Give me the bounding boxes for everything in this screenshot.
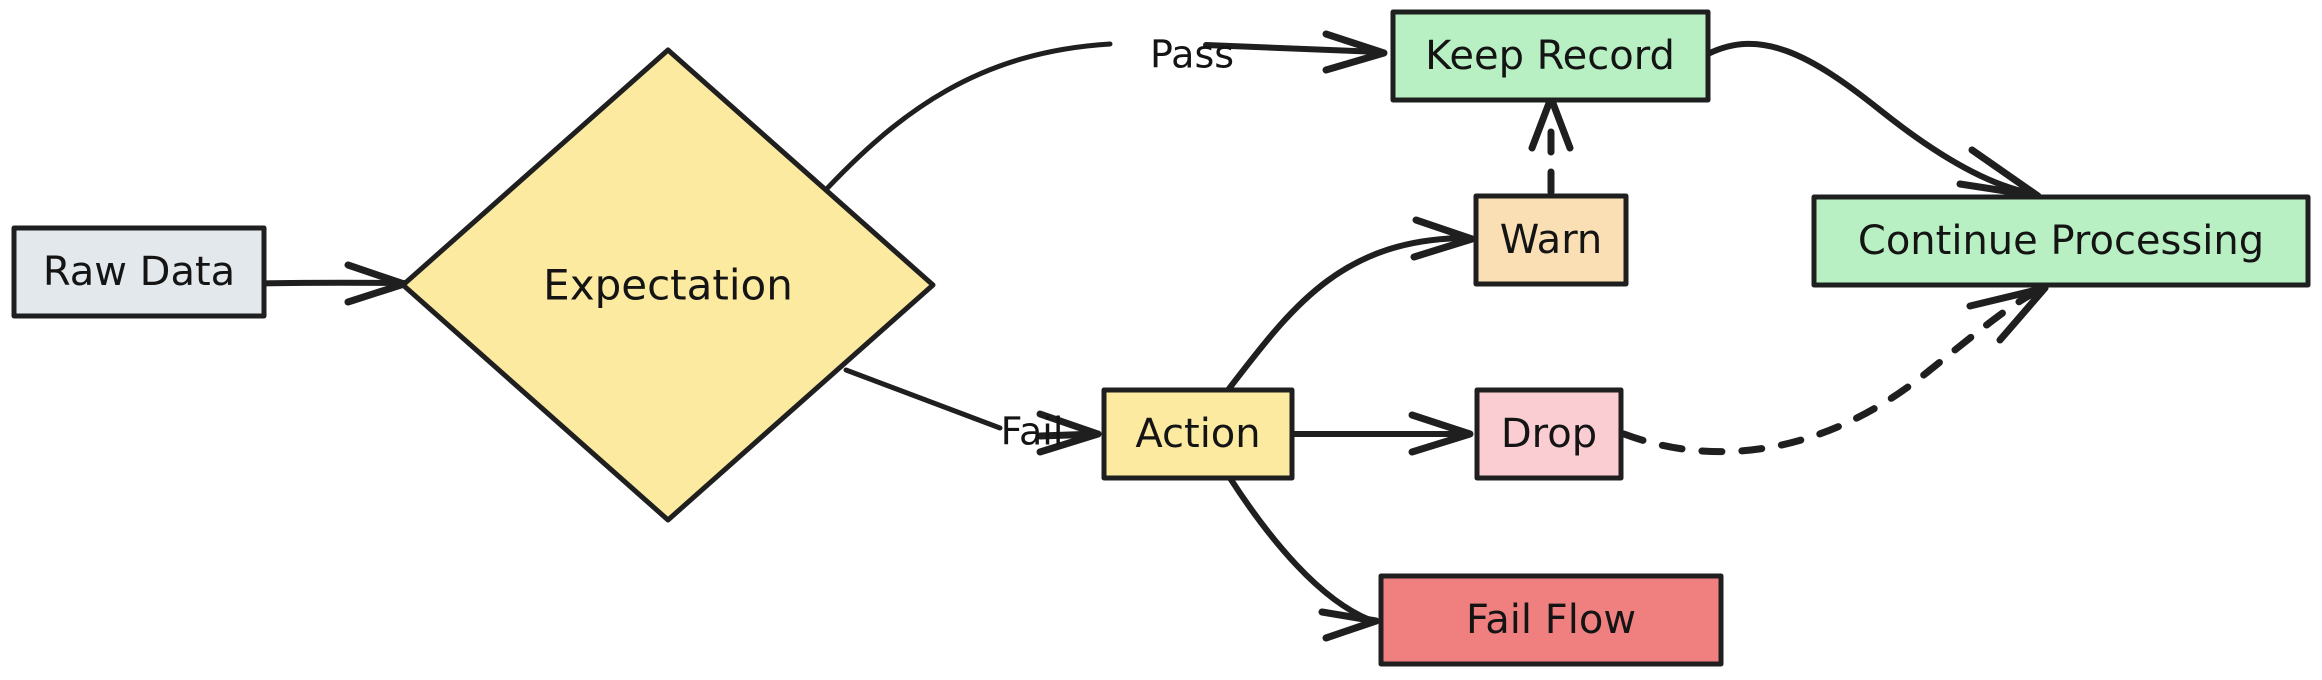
edge-drop-to-continue-processing[interactable] bbox=[1620, 284, 2049, 456]
edge-expectation-to-keep-record[interactable] bbox=[817, 30, 1388, 199]
node-raw-data-label: Raw Data bbox=[43, 249, 235, 295]
node-continue-processing-label: Continue Processing bbox=[1858, 218, 2264, 264]
node-fail-flow[interactable]: Fail Flow bbox=[1378, 573, 1724, 667]
node-drop[interactable]: Drop bbox=[1474, 387, 1624, 481]
edge-action-to-fail-flow[interactable] bbox=[1227, 475, 1380, 642]
edge-label-fail: Fail bbox=[1001, 410, 1064, 454]
node-expectation-label: Expectation bbox=[543, 261, 793, 310]
node-keep-record-label: Keep Record bbox=[1425, 33, 1675, 79]
node-action-label: Action bbox=[1135, 411, 1260, 457]
node-drop-label: Drop bbox=[1501, 411, 1597, 457]
node-action[interactable]: Action bbox=[1101, 387, 1295, 481]
node-expectation[interactable]: Expectation bbox=[400, 47, 936, 523]
edge-keep-record-to-continue-processing[interactable] bbox=[1705, 40, 2042, 200]
edge-layer bbox=[168, 30, 2049, 642]
edge-warn-to-keep-record[interactable] bbox=[1528, 94, 1574, 196]
node-layer: Raw Data Expectation Keep Record Warn Ac… bbox=[11, 9, 2311, 667]
node-raw-data[interactable]: Raw Data bbox=[11, 225, 267, 319]
node-warn[interactable]: Warn bbox=[1473, 193, 1629, 287]
node-continue-processing[interactable]: Continue Processing bbox=[1811, 194, 2311, 288]
edge-action-to-drop[interactable] bbox=[1289, 411, 1474, 456]
edge-action-to-warn[interactable] bbox=[1225, 216, 1476, 393]
node-keep-record[interactable]: Keep Record bbox=[1390, 9, 1711, 103]
node-warn-label: Warn bbox=[1500, 217, 1603, 263]
edge-label-layer: Pass Fail bbox=[1001, 33, 1234, 454]
node-fail-flow-label: Fail Flow bbox=[1466, 597, 1636, 643]
edge-label-pass: Pass bbox=[1150, 33, 1234, 77]
edge-expectation-to-action[interactable] bbox=[843, 367, 1102, 456]
